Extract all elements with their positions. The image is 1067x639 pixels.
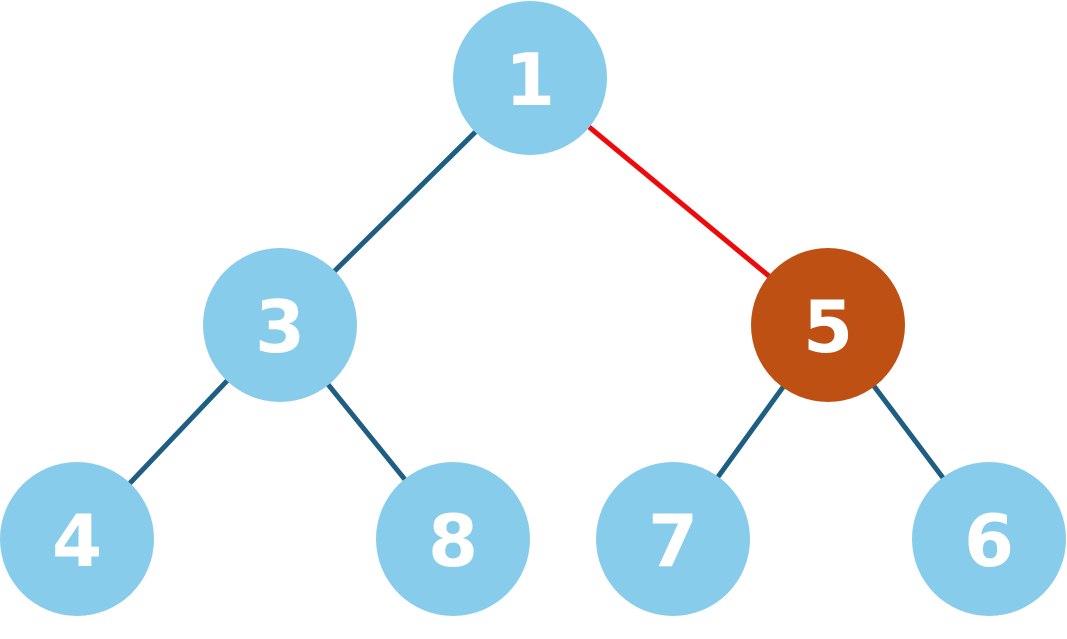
node-circle xyxy=(912,462,1066,616)
tree-node-1: 1 xyxy=(453,1,607,155)
node-circle xyxy=(376,462,530,616)
node-circle xyxy=(0,462,154,616)
tree-node-5-highlighted: 5 xyxy=(751,248,905,402)
tree-node-8: 8 xyxy=(376,462,530,616)
node-label: 4 xyxy=(52,499,102,583)
node-label: 1 xyxy=(505,38,555,122)
node-label: 7 xyxy=(648,499,698,583)
node-circle xyxy=(453,1,607,155)
node-circle xyxy=(203,248,357,402)
tree-node-7: 7 xyxy=(596,462,750,616)
tree-node-6: 6 xyxy=(912,462,1066,616)
node-label: 8 xyxy=(428,499,478,583)
node-circle xyxy=(596,462,750,616)
tree-node-4: 4 xyxy=(0,462,154,616)
nodes-layer: 1 3 5 4 8 7 6 xyxy=(0,1,1066,616)
node-label: 3 xyxy=(255,285,305,369)
node-circle xyxy=(751,248,905,402)
node-label: 6 xyxy=(964,499,1014,583)
tree-node-3: 3 xyxy=(203,248,357,402)
node-label: 5 xyxy=(803,285,853,369)
